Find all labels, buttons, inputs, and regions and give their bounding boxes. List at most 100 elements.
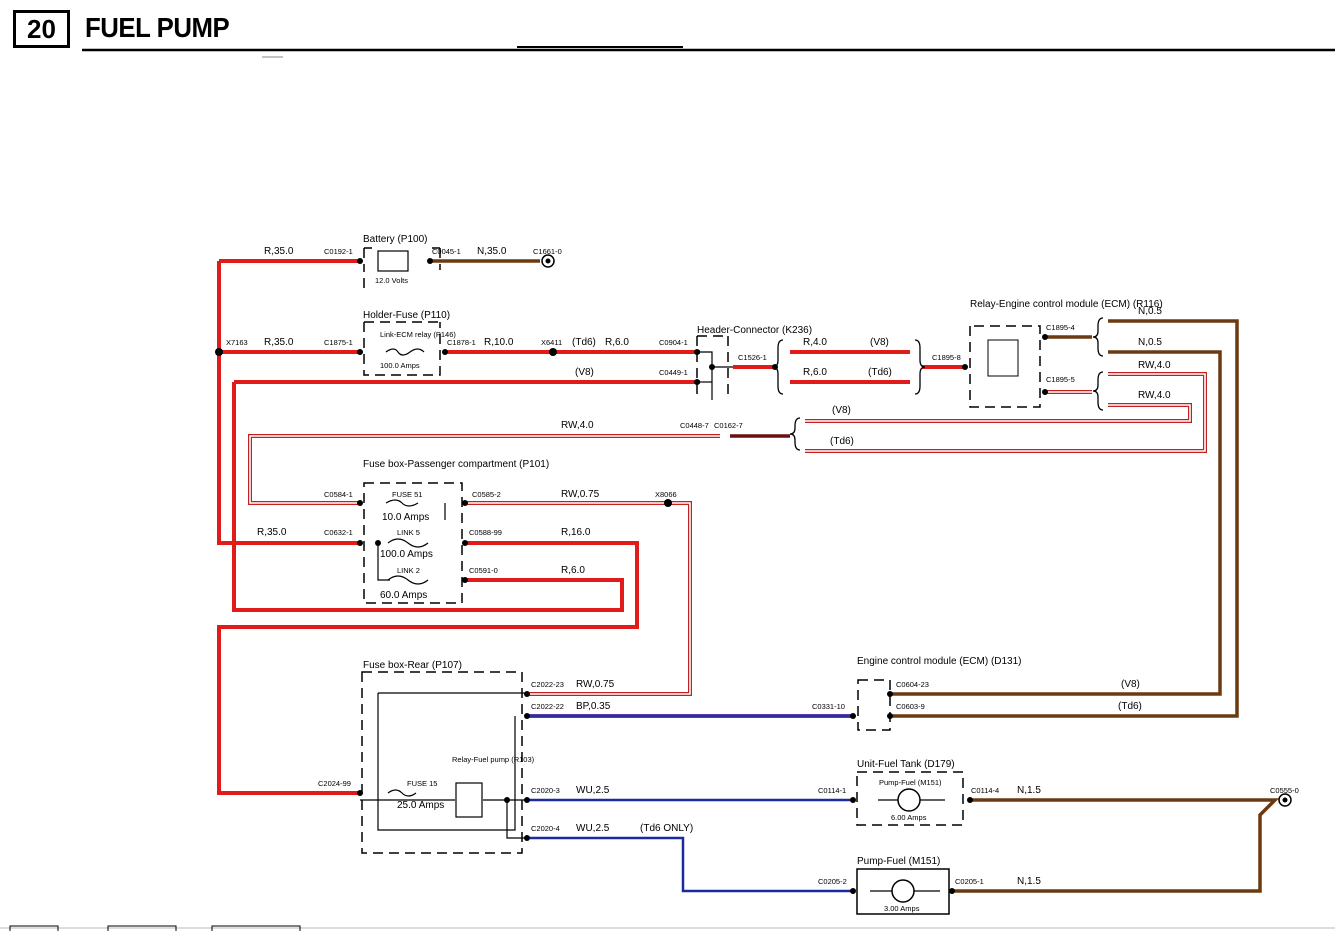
wire-label: (Td6) xyxy=(830,436,854,447)
fuse51-label: FUSE 51 xyxy=(392,490,422,499)
tank-pump-label: Pump-Fuel (M151) xyxy=(879,778,942,787)
link5-label: LINK 5 xyxy=(397,528,420,537)
ecm-label: Engine control module (ECM) (D131) xyxy=(857,656,1022,667)
connector-label: C0603-9 xyxy=(896,702,925,711)
connector-label: C1895-5 xyxy=(1046,375,1075,384)
internal-wires xyxy=(360,351,733,839)
connector-label: C2020-4 xyxy=(531,824,560,833)
battery-label: Battery (P100) xyxy=(363,234,427,245)
fuel-pump-relay-label: Relay-Fuel pump (R103) xyxy=(452,755,535,764)
wire-label: (V8) xyxy=(575,367,594,378)
connector-label: C1875-1 xyxy=(324,338,353,347)
wire-label: N,0.5 xyxy=(1138,306,1162,317)
connector-label: C0192-1 xyxy=(324,247,353,256)
pump-fuel-label: Pump-Fuel (M151) xyxy=(857,856,940,867)
wire-label: (Td6) xyxy=(572,337,596,348)
battery-cell xyxy=(377,250,409,272)
brown-wires xyxy=(430,259,1280,893)
connector-label: C0584-1 xyxy=(324,490,353,499)
wire-label: (Td6 ONLY) xyxy=(640,823,693,834)
connector-label: C2022-23 xyxy=(531,680,564,689)
rw-wires xyxy=(248,372,1207,696)
wire-label: RW,4.0 xyxy=(1138,390,1171,401)
pump-motor-icon xyxy=(891,879,915,903)
link5-rating: 100.0 Amps xyxy=(380,549,433,560)
connector-label: C1878-1 xyxy=(447,338,476,347)
connector-label: C2020-3 xyxy=(531,786,560,795)
connector-label: C2024-99 xyxy=(318,779,351,788)
connector-label: C1526-1 xyxy=(738,353,767,362)
fusebox-passenger-label: Fuse box-Passenger compartment (P101) xyxy=(363,459,549,470)
fuel-tank-label: Unit-Fuel Tank (D179) xyxy=(857,759,955,770)
wire-label: R,4.0 xyxy=(803,337,827,348)
pump-fuel-rating: 3.00 Amps xyxy=(884,904,920,913)
wire-r16-loop xyxy=(217,541,639,795)
wire-n05-v8 xyxy=(890,350,1222,696)
connector-label: C0604-23 xyxy=(896,680,929,689)
connector-label: C0205-1 xyxy=(955,877,984,886)
wire-label: N,0.5 xyxy=(1138,337,1162,348)
connector-label: C0205-2 xyxy=(818,877,847,886)
wire-label: (V8) xyxy=(832,405,851,416)
fuse15-rating: 25.0 Amps xyxy=(397,800,444,811)
header-connector-label: Header-Connector (K236) xyxy=(697,325,812,336)
wire-label: R,35.0 xyxy=(264,337,294,348)
wire-n05-td6 xyxy=(890,319,1239,718)
connector-label: X8066 xyxy=(655,490,677,499)
wire-label: RW,4.0 xyxy=(561,420,594,431)
splice-dots xyxy=(215,348,715,803)
fusebox-rear-label: Fuse box-Rear (P107) xyxy=(363,660,462,671)
wire-label: N,35.0 xyxy=(477,246,507,257)
red-wires xyxy=(217,259,965,795)
bottom-strip xyxy=(0,925,1335,931)
connector-pins xyxy=(357,258,1048,894)
wire-label: R,10.0 xyxy=(484,337,514,348)
ground-c0555-icon xyxy=(1278,793,1292,807)
ecm-relay-label: Relay-Engine control module (ECM) (R116) xyxy=(970,299,1163,310)
wire-label: R,6.0 xyxy=(803,367,827,378)
tank-pump-motor-icon xyxy=(897,788,921,812)
wire-label: (V8) xyxy=(870,337,889,348)
connector-label: C1661-0 xyxy=(533,247,562,256)
connector-label: C0045-1 xyxy=(432,247,461,256)
connector-label: C0448-7 xyxy=(680,421,709,430)
wire-r6-loop xyxy=(232,382,624,612)
connector-label: C0449-1 xyxy=(659,368,688,377)
wire-label: RW,4.0 xyxy=(1138,360,1171,371)
wire-label: BP,0.35 xyxy=(576,701,611,712)
ground-c1661-icon xyxy=(541,254,555,268)
connector-label: C0331-10 xyxy=(812,702,845,711)
fuse-symbols xyxy=(385,348,429,797)
wire-label: WU,2.5 xyxy=(576,785,610,796)
connector-label: C0114-1 xyxy=(818,786,846,795)
fuse51-rating: 10.0 Amps xyxy=(382,512,429,523)
wire-label: R,16.0 xyxy=(561,527,591,538)
wire-label: R,6.0 xyxy=(561,565,585,576)
page-number: 20 xyxy=(13,10,70,48)
connector-label: C0114-4 xyxy=(971,786,999,795)
fuel-pump-relay-box xyxy=(455,782,483,818)
holder-fuse-label: Holder-Fuse (P110) xyxy=(363,310,450,321)
fuse15-label: FUSE 15 xyxy=(407,779,437,788)
wire-r35-vertical xyxy=(217,261,360,545)
link-ecm-label: Link-ECM relay (P146) xyxy=(380,330,456,339)
connector-label: C2022-22 xyxy=(531,702,564,711)
connector-label: C0632-1 xyxy=(324,528,353,537)
wire-label: (Td6) xyxy=(1118,701,1142,712)
link2-rating: 60.0 Amps xyxy=(380,590,427,601)
battery-rating: 12.0 Volts xyxy=(375,276,408,285)
wire-label: RW,0.75 xyxy=(561,489,600,500)
page-title: FUEL PUMP xyxy=(85,12,230,43)
wire-label: N,1.5 xyxy=(1017,876,1041,887)
connector-label: X7163 xyxy=(226,338,248,347)
connector-label: C1895-4 xyxy=(1046,323,1075,332)
connector-label: C0162-7 xyxy=(714,421,743,430)
braces xyxy=(772,317,1104,451)
wire-label: R,6.0 xyxy=(605,337,629,348)
tank-pump-rating: 6.00 Amps xyxy=(891,813,927,822)
pump-fuel-box xyxy=(856,868,950,915)
connector-label: C0591-0 xyxy=(469,566,498,575)
wire-label: (V8) xyxy=(1121,679,1140,690)
wire-n15 xyxy=(952,798,1280,893)
